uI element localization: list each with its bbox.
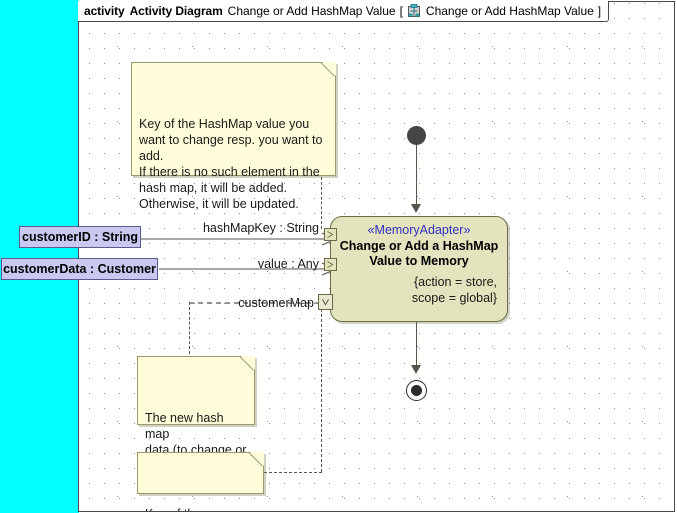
pin-value[interactable]	[324, 258, 337, 271]
frame-header: activity Activity Diagram Change or Add …	[78, 1, 610, 22]
frame-keyword: activity	[84, 4, 125, 18]
note-anchor-key-description	[321, 177, 322, 229]
pin-customermap[interactable]	[318, 294, 333, 310]
action-node[interactable]: «MemoryAdapter» Change or Add a HashMap …	[330, 216, 508, 322]
selection-band	[0, 0, 79, 513]
param-customerdata[interactable]: customerData : Customer	[1, 258, 158, 280]
param-customerid[interactable]: customerID : String	[19, 226, 141, 248]
action-stereotype: «MemoryAdapter»	[367, 223, 471, 237]
frame-bracket-open: [	[399, 4, 403, 18]
chevron-down-icon	[322, 299, 329, 306]
pin-customermap-label: customerMap	[238, 296, 314, 310]
arrow-right-icon	[327, 231, 334, 238]
arrow-right-icon	[327, 261, 334, 268]
note-hashmap-key-memory-text: Key of the HashMap itself within memory.	[145, 507, 206, 511]
flow-action-to-final	[416, 322, 417, 370]
frame-context-name: Change or Add HashMap Value	[425, 4, 594, 18]
frame-name: Change or Add HashMap Value	[227, 4, 396, 18]
note-key-description-text: Key of the HashMap value you want to cha…	[139, 117, 323, 211]
note-fold-edge	[249, 452, 264, 467]
initial-node[interactable]	[407, 126, 426, 145]
note-fold-edge	[321, 62, 336, 77]
action-name: Change or Add a HashMap Value to Memory	[339, 239, 499, 268]
note-anchor-new-hashmap-data	[189, 302, 190, 354]
note-anchor-hashmap-key-memory-vertical	[321, 304, 322, 472]
note-hashmap-key-memory[interactable]: Key of the HashMap itself within memory.	[137, 452, 264, 511]
frame-kind: Activity Diagram	[129, 4, 223, 18]
flow-initial-to-action-arrowhead	[411, 204, 421, 213]
note-fold-edge	[240, 356, 255, 371]
note-anchor-hashmap-key-memory-horizontal	[264, 472, 322, 473]
flow-action-to-final-arrowhead	[411, 365, 421, 374]
diagram-content-layer: «MemoryAdapter» Change or Add a HashMap …	[79, 2, 674, 511]
note-key-description[interactable]: Key of the HashMap value you want to cha…	[131, 62, 336, 211]
activity-final-node[interactable]	[406, 380, 427, 401]
pin-hashmapkey-label: hashMapKey : String	[202, 221, 319, 235]
action-properties: {action = store, scope = global}	[411, 275, 497, 305]
pin-hashmapkey[interactable]	[324, 228, 337, 241]
frame-bracket-close: ]	[597, 4, 602, 18]
flow-initial-to-action	[416, 145, 417, 207]
activity-diagram-icon	[407, 4, 421, 18]
note-new-hashmap-data[interactable]: The new hash map data (to change or add)…	[137, 356, 255, 473]
activity-diagram-frame: «MemoryAdapter» Change or Add a HashMap …	[78, 1, 675, 512]
pin-value-label: value : Any	[257, 257, 319, 271]
